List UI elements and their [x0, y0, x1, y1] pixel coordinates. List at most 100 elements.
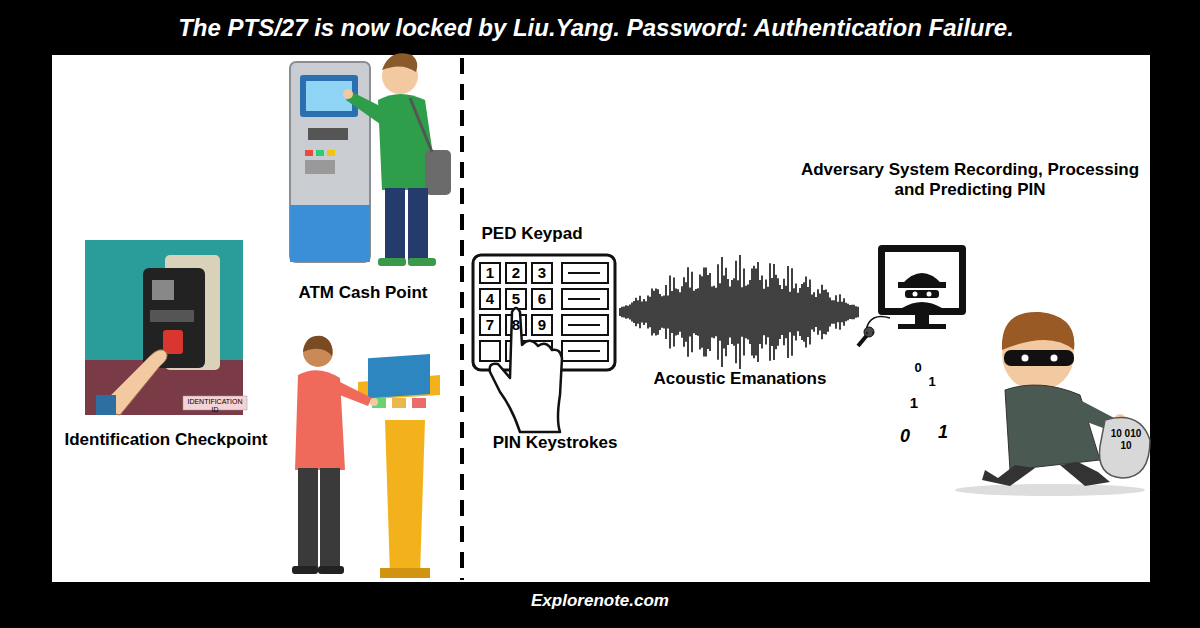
- wave-stroke: [857, 307, 859, 318]
- wave-stroke: [715, 288, 717, 336]
- wave-stroke: [711, 287, 713, 338]
- wave-stroke: [643, 299, 645, 325]
- wave-stroke: [701, 276, 703, 347]
- wave-stroke: [739, 255, 741, 369]
- wave-stroke: [839, 294, 841, 330]
- wave-stroke: [751, 268, 753, 355]
- figure-label: Identification Checkpoint: [54, 430, 278, 450]
- wave-stroke: [645, 301, 647, 323]
- wave-stroke: [773, 264, 775, 360]
- wave-stroke: [709, 273, 711, 351]
- wave-stroke: [621, 307, 623, 318]
- wave-stroke: [829, 297, 831, 326]
- wave-stroke: [771, 278, 773, 346]
- wave-stroke: [719, 283, 721, 341]
- wave-stroke: [817, 289, 819, 335]
- wave-stroke: [691, 272, 693, 352]
- wave-stroke: [837, 302, 839, 322]
- wave-stroke: [703, 268, 705, 357]
- wave-stroke: [765, 279, 767, 344]
- key-digit: 1: [480, 264, 500, 282]
- wave-stroke: [727, 279, 729, 345]
- wave-stroke: [629, 304, 631, 319]
- wave-stroke: [641, 301, 643, 322]
- wave-stroke: [767, 287, 769, 338]
- wave-stroke: [707, 275, 709, 349]
- wave-stroke: [693, 291, 695, 334]
- wave-stroke: [633, 301, 635, 323]
- wave-stroke: [835, 295, 837, 329]
- wave-stroke: [795, 283, 797, 340]
- sound-wave: [620, 255, 858, 369]
- wave-stroke: [761, 276, 763, 349]
- wave-stroke: [813, 292, 815, 332]
- wave-stroke: [783, 279, 785, 345]
- wave-stroke: [787, 266, 789, 358]
- wave-stroke: [785, 286, 787, 338]
- wave-stroke: [759, 280, 761, 344]
- wave-stroke: [763, 289, 765, 336]
- binary-digit: 10 010 10: [1106, 428, 1146, 452]
- wave-stroke: [781, 289, 783, 335]
- wave-stroke: [651, 288, 653, 335]
- wave-stroke: [797, 293, 799, 331]
- wave-stroke: [713, 286, 715, 339]
- wave-stroke: [819, 293, 821, 330]
- wave-stroke: [833, 300, 835, 324]
- wave-stroke: [825, 289, 827, 334]
- wave-stroke: [723, 275, 725, 348]
- wave-stroke: [845, 303, 847, 321]
- wave-stroke: [725, 268, 727, 356]
- binary-digit: 0: [910, 360, 926, 376]
- wave-stroke: [671, 291, 673, 333]
- wave-stroke: [831, 300, 833, 323]
- wave-stroke: [717, 264, 719, 359]
- wave-stroke: [823, 290, 825, 334]
- wave-stroke: [807, 287, 809, 337]
- wave-stroke: [673, 277, 675, 346]
- figure-label: PIN Keystrokes: [480, 433, 630, 453]
- wave-stroke: [663, 296, 665, 329]
- wave-stroke: [687, 267, 689, 356]
- page-title: The PTS/27 is now locked by Liu.Yang. Pa…: [0, 14, 1196, 43]
- wave-stroke: [625, 305, 627, 318]
- figure-label: Acoustic Emanations: [645, 369, 835, 389]
- wave-stroke: [843, 298, 845, 325]
- wave-stroke: [793, 288, 795, 335]
- wave-stroke: [631, 303, 633, 322]
- key-digit: 3: [532, 264, 552, 282]
- wave-stroke: [699, 274, 701, 349]
- wave-stroke: [623, 307, 625, 318]
- key-digit: 9: [532, 316, 552, 334]
- wave-stroke: [801, 284, 803, 340]
- wave-stroke: [659, 294, 661, 330]
- card-text: IDENTIFICATION ID: [183, 398, 247, 415]
- wave-stroke: [653, 291, 655, 333]
- wave-stroke: [799, 288, 801, 336]
- wave-stroke: [841, 302, 843, 322]
- wave-stroke: [815, 297, 817, 327]
- figure-label: PED Keypad: [472, 224, 592, 244]
- key-digit: 7: [480, 316, 500, 334]
- wave-stroke: [685, 282, 687, 341]
- wave-stroke: [777, 278, 779, 346]
- wave-stroke: [733, 278, 735, 346]
- wave-stroke: [791, 268, 793, 355]
- wave-stroke: [753, 266, 755, 359]
- checkpoint-figure: [85, 240, 247, 415]
- wave-stroke: [665, 285, 667, 339]
- wave-stroke: [757, 262, 759, 362]
- divider-line: [460, 58, 464, 580]
- wave-stroke: [697, 288, 699, 335]
- key-digit: 2: [506, 264, 526, 282]
- binary-digit: 1: [924, 374, 940, 390]
- wave-stroke: [689, 287, 691, 336]
- wave-stroke: [809, 279, 811, 344]
- wave-stroke: [721, 257, 723, 367]
- key-digit: 5: [506, 290, 526, 308]
- wave-stroke: [619, 308, 621, 316]
- wave-stroke: [821, 285, 823, 339]
- wave-stroke: [677, 289, 679, 335]
- wave-stroke: [705, 267, 707, 356]
